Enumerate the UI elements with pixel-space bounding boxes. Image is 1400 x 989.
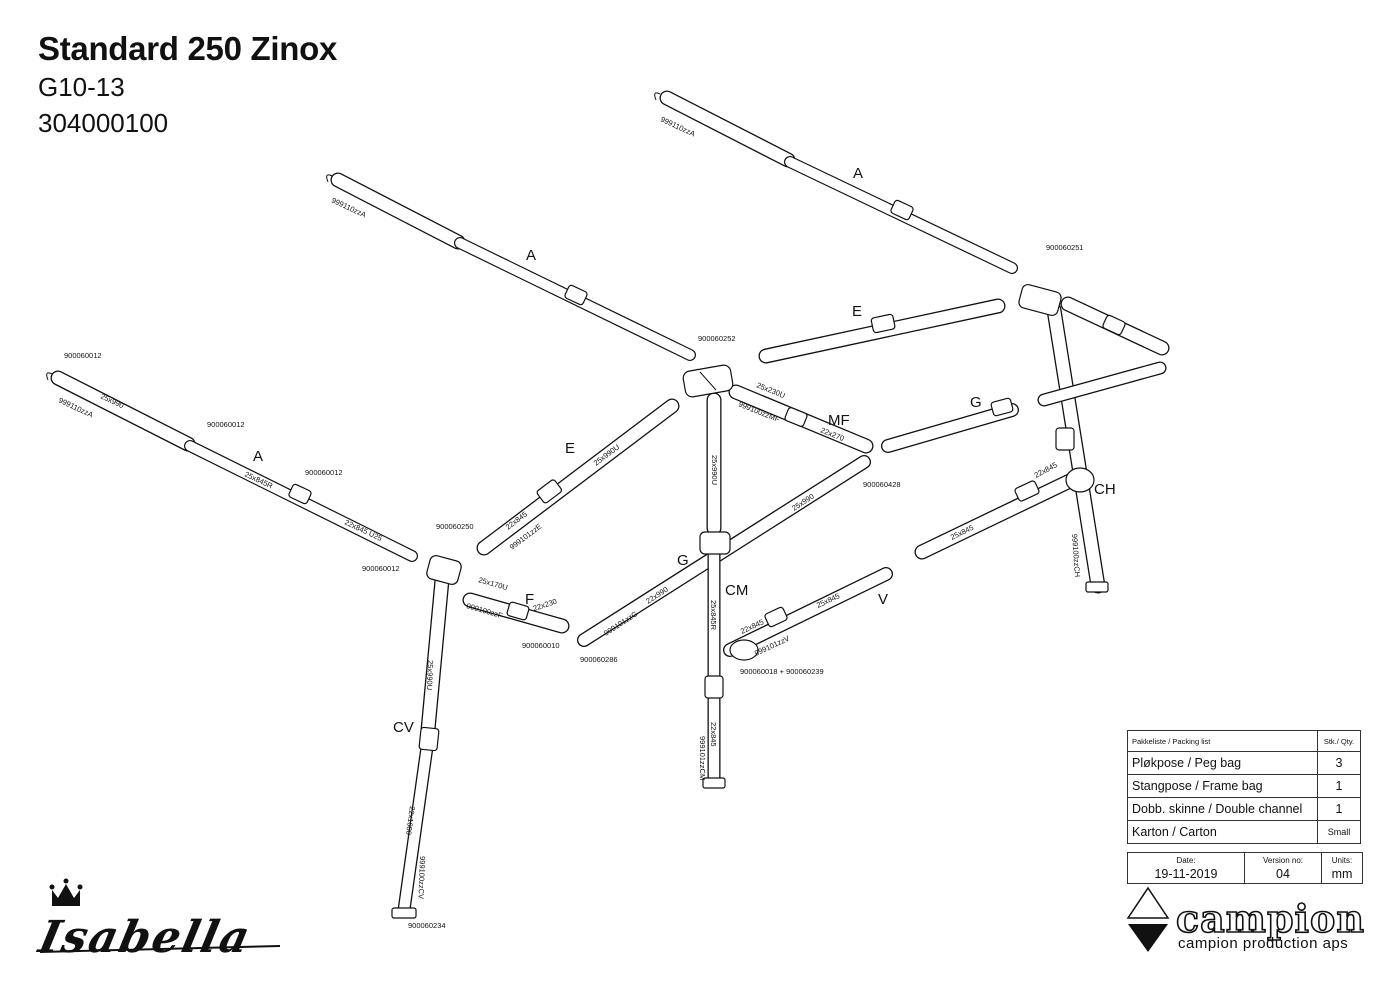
pole-a-top-right (654, 90, 1018, 274)
date-label: Date: (1176, 855, 1196, 865)
date-value: 19-11-2019 (1154, 866, 1218, 881)
label-cv: CV (393, 719, 414, 736)
label-cm: CM (725, 582, 748, 599)
label-e-left: E (565, 440, 575, 457)
packing-list-title: Pakkeliste / Packing list (1127, 730, 1318, 752)
item-name: Dobb. skinne / Double channel (1127, 797, 1318, 821)
code-999101zzcm: 999101zzCM (698, 736, 707, 780)
page-title: Standard 250 Zinox (38, 30, 338, 67)
dim-25x845r-cm: 25x845R (709, 600, 718, 631)
version-label: Version no: (1262, 855, 1304, 865)
label-f: F (525, 591, 534, 608)
version-value: 04 (1276, 866, 1290, 881)
code-900060234: 900060234 (408, 921, 446, 930)
table-row: Stangpose / Frame bag 1 (1127, 774, 1361, 798)
item-name: Pløkpose / Peg bag (1127, 751, 1318, 775)
dim-22x230: 22x230 (532, 597, 558, 613)
dim-22x1080: 22x1080 (404, 806, 417, 836)
label-a-top-left: A (526, 247, 536, 264)
version-cell: Version no: 04 (1245, 853, 1322, 883)
dim-25x990u-cv: 25x990U (425, 660, 435, 690)
pipe-dimensions: 25x990 25x845R 22x845 U25 25x990U 22x845… (99, 381, 1059, 836)
pole-cv (391, 555, 462, 919)
code-900060010: 900060010 (522, 641, 560, 650)
label-mf: MF (828, 412, 850, 429)
code-900060428: 900060428 (863, 480, 901, 489)
pole-e-top (758, 298, 1006, 364)
isabella-underline (39, 945, 281, 953)
units-label: Units: (1331, 855, 1353, 865)
pole-e-left (476, 398, 680, 556)
item-qty: Small (1317, 820, 1361, 844)
pole-g-right (881, 397, 1019, 453)
code-900060252: 900060252 (698, 334, 736, 343)
label-a-left: A (253, 448, 263, 465)
pole-a-left (46, 370, 418, 562)
code-900060012-b: 900060012 (207, 420, 245, 429)
campion-tagline: campion production aps (1178, 935, 1349, 952)
label-g-right: G (970, 394, 982, 411)
pole-v (723, 567, 893, 661)
model-code: G10-13 (38, 72, 125, 102)
dim-22x845-cm: 22x845 (709, 722, 718, 747)
item-name: Stangpose / Frame bag (1127, 774, 1318, 798)
label-ch: CH (1094, 481, 1116, 498)
section-labels: A A A E E MF G G CH F CM V CV (253, 165, 1116, 736)
item-qty: 1 (1317, 797, 1361, 821)
joint-top-center (682, 364, 734, 398)
dim-25x990u-cm: 25x990U (710, 455, 719, 485)
code-900060012-d: 900060012 (362, 564, 400, 573)
isabella-logo: Isabella (34, 912, 256, 963)
packing-list-table: Pakkeliste / Packing list Stk./ Qty. Plø… (1127, 730, 1361, 844)
code-900060012-c: 900060012 (305, 468, 343, 477)
isabella-crown-icon (49, 878, 83, 906)
item-name: Karton / Carton (1127, 820, 1318, 844)
code-900060250: 900060250 (436, 522, 474, 531)
label-g-long: G (677, 552, 689, 569)
code-900060012-a: 900060012 (64, 351, 102, 360)
item-qty: 3 (1317, 751, 1361, 775)
units-value: mm (1331, 866, 1353, 881)
code-900060251: 900060251 (1046, 243, 1084, 252)
packing-list-header: Pakkeliste / Packing list Stk./ Qty. (1127, 730, 1361, 752)
units-cell: Units: mm (1322, 853, 1362, 883)
table-row: Karton / Carton Small (1127, 820, 1361, 844)
part-codes: 999110zzA 999110zzA 999110zzA 900060251 … (57, 115, 1083, 930)
pole-cm (702, 392, 726, 789)
label-v: V (878, 591, 888, 608)
table-row: Pløkpose / Peg bag 3 (1127, 751, 1361, 775)
pole-a-top-left (326, 172, 696, 361)
pole-ch (914, 283, 1170, 594)
label-e-top: E (852, 303, 862, 320)
campion-logo: campion (1175, 895, 1365, 942)
date-cell: Date: 19-11-2019 (1128, 853, 1245, 883)
item-qty: 1 (1317, 774, 1361, 798)
code-999100zzcv: 999100zzCV (417, 856, 427, 899)
code-900060018-239: 900060018 + 900060239 (740, 667, 824, 676)
pole-f (462, 592, 570, 634)
joint-cm (699, 531, 731, 555)
campion-logo-mark (1126, 886, 1170, 952)
document-meta: Date: 19-11-2019 Version no: 04 Units: m… (1127, 852, 1363, 884)
label-a-top-right: A (853, 165, 863, 182)
dim-22x845-ch: 22x845 (1033, 460, 1059, 479)
part-number: 304000100 (38, 108, 169, 138)
qty-header: Stk./ Qty. (1317, 730, 1361, 752)
dim-25x170u: 25x170U (477, 575, 508, 592)
pole-mf (728, 384, 874, 454)
table-row: Dobb. skinne / Double channel 1 (1127, 797, 1361, 821)
code-999100zzch: 999100zzCH (1070, 534, 1082, 578)
code-900060286: 900060286 (580, 655, 618, 664)
